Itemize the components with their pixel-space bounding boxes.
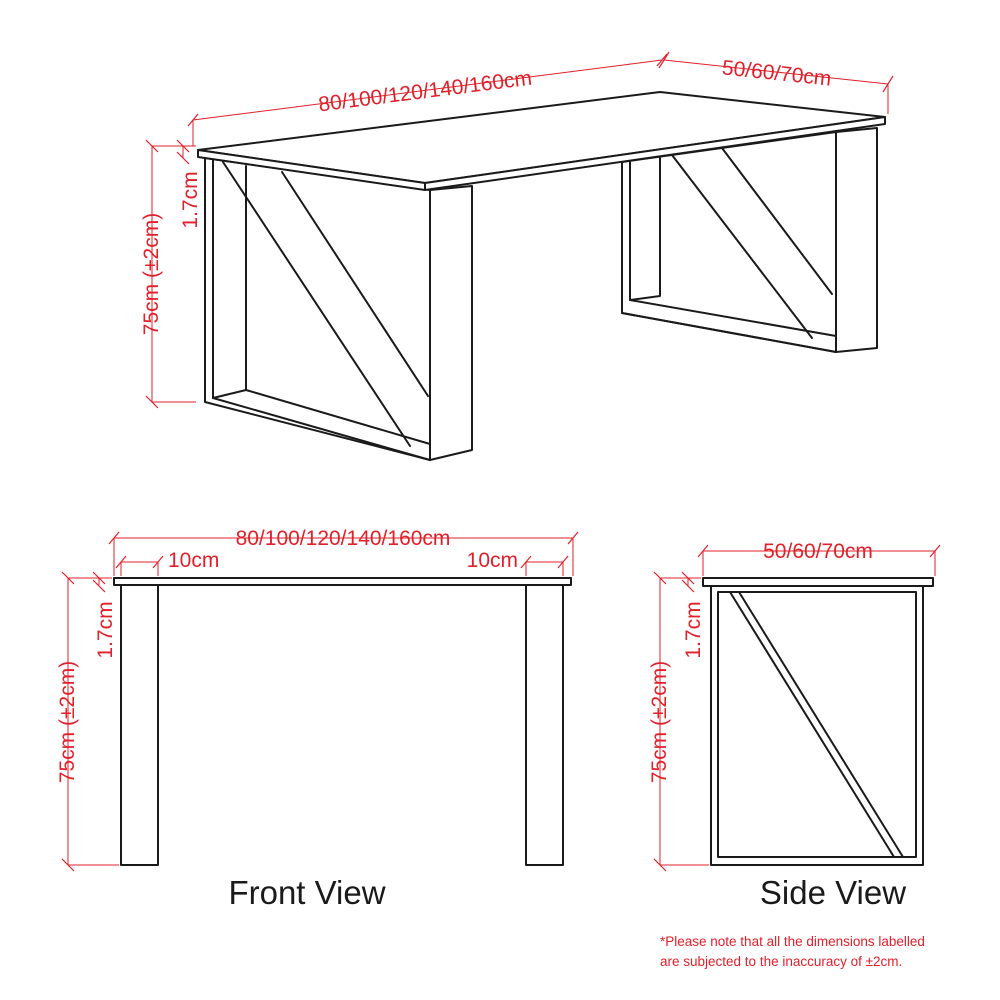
note-line-2: are subjected to the inaccuracy of ±2cm. — [660, 954, 902, 969]
perspective-tabletop — [197, 91, 886, 191]
perspective-length-label: 80/100/120/140/160cm — [317, 67, 533, 117]
side-width-dimension: 50/60/70cm — [697, 540, 941, 576]
front-length-label: 80/100/120/140/160cm — [236, 527, 451, 550]
side-leg-frame-outer — [710, 585, 924, 866]
side-height-label: 75cm (±2cm) — [648, 661, 671, 783]
perspective-right-leg — [621, 127, 878, 353]
front-height-label: 75cm (±2cm) — [56, 661, 79, 783]
side-leg-frame-inner — [717, 591, 917, 858]
front-left-leg — [120, 584, 159, 866]
front-top-thickness-label: 1.7cm — [94, 601, 117, 658]
front-length-dimension: 80/100/120/140/160cm — [108, 527, 579, 576]
side-view: 50/60/70cm 1.7cm 75cm (±2cm) Side View — [648, 540, 941, 911]
accuracy-note: *Please note that all the dimensions lab… — [660, 934, 925, 969]
side-height-dimension: 1.7cm 75cm (±2cm) — [648, 571, 709, 872]
perspective-view: 80/100/120/140/160cm 50/60/70cm 1.7cm 75… — [140, 51, 894, 461]
side-view-caption: Side View — [760, 874, 906, 911]
front-view-caption: Front View — [228, 874, 385, 911]
side-tabletop — [702, 577, 934, 587]
side-width-label: 50/60/70cm — [763, 540, 873, 563]
perspective-width-label: 50/60/70cm — [721, 56, 833, 90]
front-height-dimension: 1.7cm 75cm (±2cm) — [56, 571, 119, 872]
perspective-left-leg — [204, 157, 473, 461]
front-left-leg-width-label: 10cm — [168, 549, 219, 572]
note-line-1: *Please note that all the dimensions lab… — [660, 934, 925, 949]
side-top-thickness-label: 1.7cm — [682, 601, 705, 658]
perspective-height-dimension: 1.7cm 75cm (±2cm) — [140, 139, 202, 409]
front-right-leg — [525, 584, 564, 866]
perspective-top-thickness-label: 1.7cm — [179, 171, 202, 228]
perspective-height-label: 75cm (±2cm) — [140, 213, 163, 335]
front-leg-width-dimensions: 10cm 10cm — [115, 549, 569, 576]
front-right-leg-width-label: 10cm — [467, 549, 518, 572]
front-view: 80/100/120/140/160cm 10cm 10cm 1. — [56, 527, 579, 911]
front-tabletop — [113, 577, 572, 586]
